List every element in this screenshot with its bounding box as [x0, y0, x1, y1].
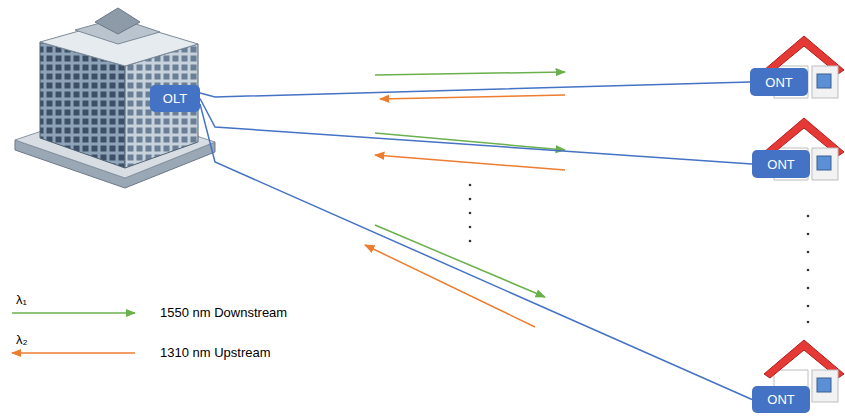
node-label: ONT	[767, 392, 794, 407]
wavelength-label: λ₂	[16, 332, 28, 347]
olt-building	[15, 8, 215, 188]
fiber-line	[200, 104, 752, 400]
wavelength-label: λ₁	[16, 292, 27, 307]
legend-sample	[12, 313, 135, 353]
olt-box: OLT	[150, 85, 200, 112]
signal-arrows	[365, 72, 565, 327]
node-label: ONT	[765, 75, 792, 90]
ont-box: ONT	[752, 386, 810, 413]
ont-box: ONT	[752, 150, 810, 178]
ont-box: ONT	[750, 68, 808, 96]
node-label: OLT	[163, 91, 187, 106]
ellipsis-dots	[469, 184, 810, 324]
fiber-line	[200, 99, 752, 165]
legend-text: 1550 nm Downstream	[160, 305, 287, 320]
node-label: ONT	[767, 157, 794, 172]
fiber-line	[200, 82, 750, 97]
legend-text: 1310 nm Upstream	[160, 345, 271, 360]
